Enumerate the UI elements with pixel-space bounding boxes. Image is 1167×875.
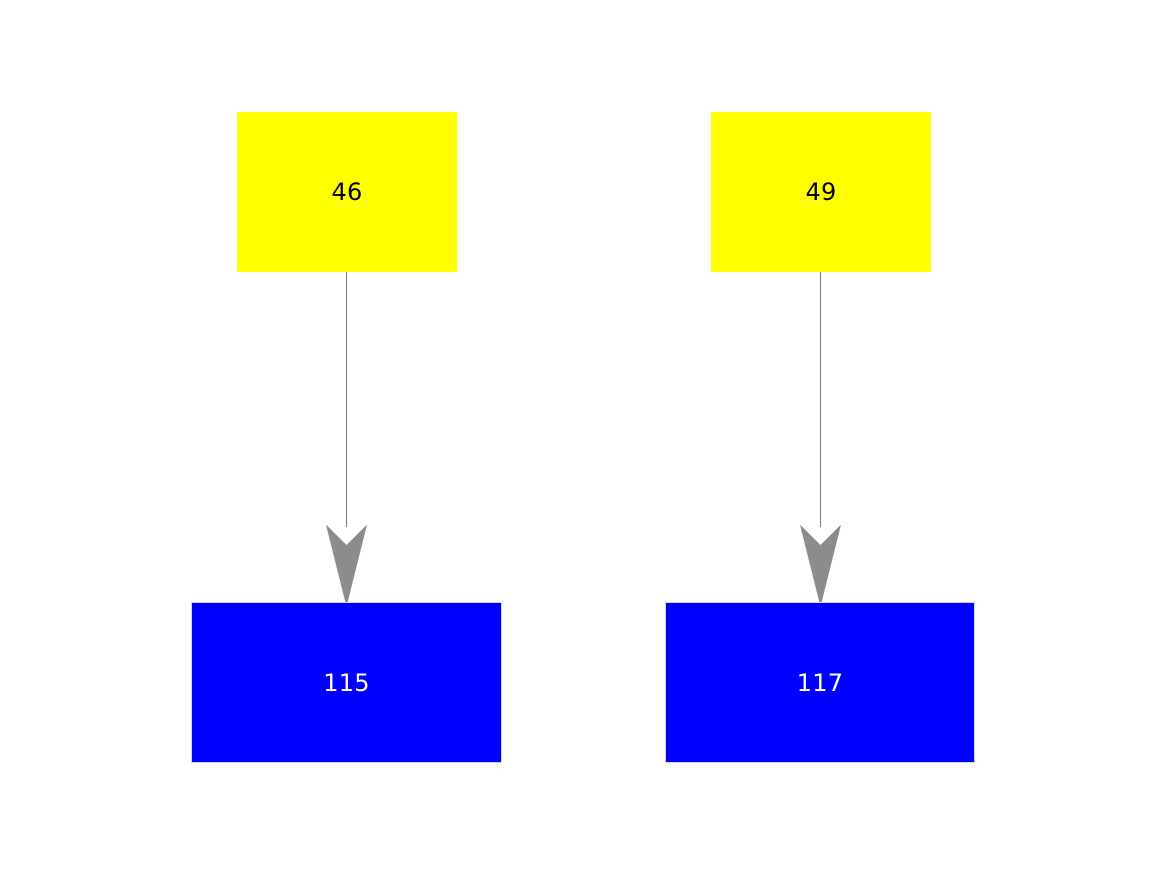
edge-46-to-115 xyxy=(326,272,367,606)
edge-49-to-117 xyxy=(800,272,841,606)
node-46[interactable]: 46 xyxy=(237,112,457,272)
node-49[interactable]: 49 xyxy=(711,112,931,272)
arrowhead-icon xyxy=(800,525,841,606)
node-label: 46 xyxy=(331,178,363,206)
arrowhead-icon xyxy=(326,525,367,606)
node-117[interactable]: 117 xyxy=(665,602,975,763)
node-115[interactable]: 115 xyxy=(191,602,502,763)
node-label: 117 xyxy=(796,668,844,697)
node-label: 49 xyxy=(805,178,837,206)
node-label: 115 xyxy=(323,668,370,697)
